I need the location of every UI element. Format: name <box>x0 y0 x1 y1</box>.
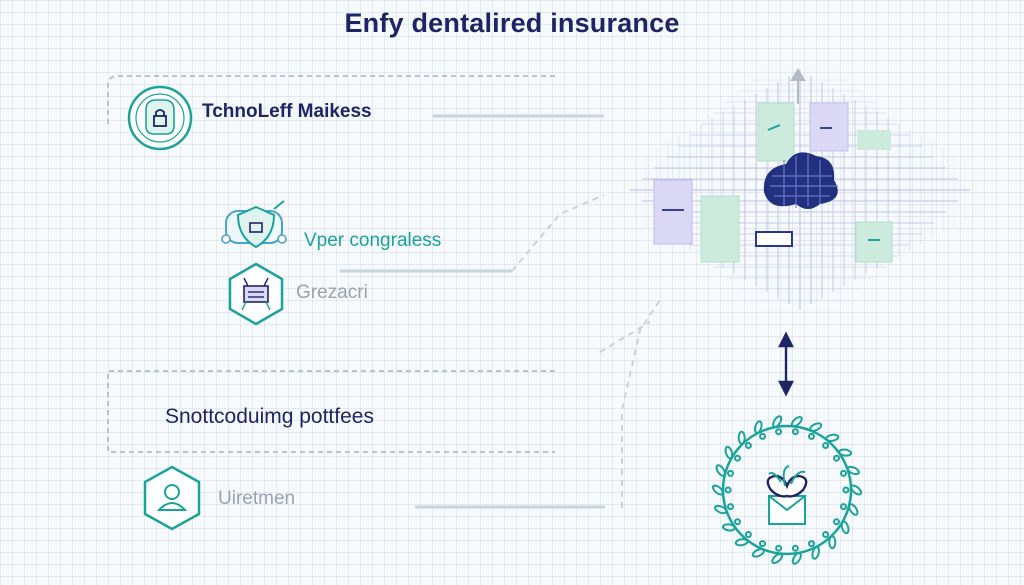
top-frame <box>107 75 555 126</box>
node-label-2: Vper congraless <box>304 230 442 251</box>
node-label-3: Grezacri <box>296 282 368 303</box>
node-label-4: Snottcoduimg pottfees <box>165 405 374 428</box>
node-label-5: Uiretmen <box>218 488 296 509</box>
hub-tiles <box>653 102 893 263</box>
middle-frame <box>107 370 555 453</box>
shield-icon <box>221 200 287 249</box>
gift-wreath-icon <box>711 415 863 565</box>
document-robot-icon <box>228 262 284 326</box>
user-icon <box>143 465 201 531</box>
cloud-network-icon <box>763 152 838 209</box>
lock-badge-icon <box>127 85 193 151</box>
up-arrow <box>790 68 806 104</box>
dashed-connectors <box>511 194 661 508</box>
double-arrow-icon <box>778 331 794 397</box>
connector-lines <box>340 114 605 509</box>
node-label-1: TchnoLeff Maikess <box>202 101 372 122</box>
diagram-title: Enfy dentalired insurance <box>344 8 680 38</box>
